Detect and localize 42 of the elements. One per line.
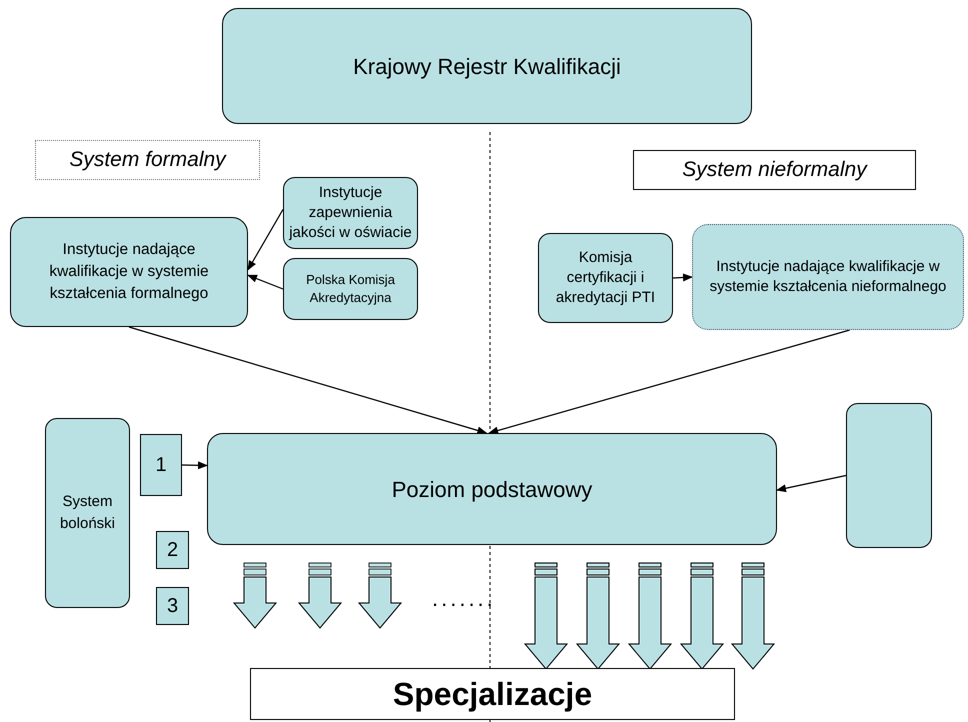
arrow: [247, 274, 284, 290]
process-box: [207, 433, 777, 545]
node-label: 2: [166, 538, 178, 563]
process-box: [45, 418, 130, 608]
number-box: [140, 434, 182, 496]
process-box: [283, 177, 418, 249]
process-box: [222, 8, 752, 124]
node-label: Instytucje nadające kwalifikacje w systemie kształcenia formalnego: [48, 240, 210, 304]
block-arrow: [576, 562, 620, 670]
block-arrow: [680, 562, 724, 670]
node-label: Komisja certyfikacji i akredytacji PTI: [554, 248, 656, 308]
node-label: 1: [155, 453, 167, 478]
node-label: System nieformalny: [682, 157, 867, 184]
process-box: [692, 224, 964, 330]
arrow: [182, 461, 208, 470]
node-label: 3: [166, 594, 178, 619]
node-label: Specjalizacje: [392, 675, 592, 714]
process-box: [538, 233, 673, 323]
node-label: Instytucje zapewnienia jakości w oświacie: [288, 183, 413, 243]
title-box: [250, 668, 735, 720]
process-box: [846, 403, 932, 548]
section-heading-box: [35, 140, 260, 180]
node-label: Instytucje nadające kwalifikacje w systemie kształcenia nieformalnego: [709, 257, 947, 297]
block-arrow: [628, 562, 672, 670]
arrow: [488, 329, 850, 434]
node-label: System boloński: [58, 492, 116, 534]
section-heading-box: [633, 150, 916, 190]
node-label: Poziom podstawowy: [392, 476, 592, 504]
number-box: [156, 587, 189, 625]
node-label: System formalny: [69, 147, 226, 174]
process-box: [283, 258, 418, 320]
arrow: [776, 474, 846, 492]
number-box: [156, 531, 189, 569]
process-box: [10, 217, 248, 327]
node-label: Polska Komisja Akredytacyjna: [305, 271, 396, 307]
node-label: Krajowy Rejestr Kwalifikacji: [353, 52, 621, 81]
block-arrow: [524, 562, 568, 670]
arrow: [247, 209, 284, 271]
arrow: [672, 273, 693, 282]
block-arrow: [730, 562, 776, 670]
ellipsis-label: .......: [432, 585, 496, 613]
arrow: [128, 326, 488, 434]
